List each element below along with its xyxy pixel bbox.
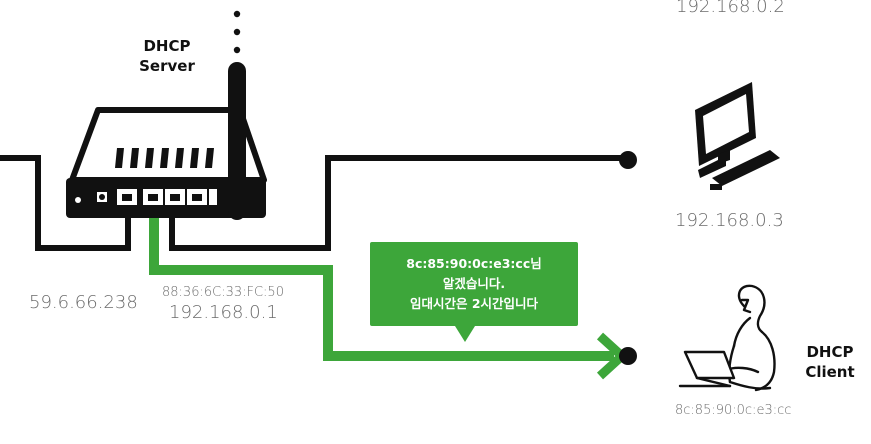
server-title-line1: DHCP <box>143 37 191 55</box>
client-title: DHCP Client <box>798 342 862 383</box>
server-title: DHCP Server <box>130 36 204 77</box>
desktop-cable <box>169 155 628 251</box>
client-cable-highlight <box>149 203 614 361</box>
router-icon <box>66 62 267 220</box>
network-wires <box>0 155 628 251</box>
wan-cable <box>0 155 131 251</box>
message-line3: 임대시간은 2시간입니다 <box>409 296 539 311</box>
person-laptop-icon <box>678 284 776 392</box>
client-mac: 8c:85:90:0c:e3:cc <box>675 403 792 418</box>
top-host-ip: 192.168.0.2 <box>676 0 785 17</box>
wan-ip: 59.6.66.238 <box>29 292 138 313</box>
router-antenna <box>228 62 246 220</box>
server-title-line2: Server <box>139 57 195 76</box>
client-title-line2: Client <box>805 363 855 382</box>
dhcp-message-bubble: 8c:85:90:0c:e3:cc님 알겠습니다. 임대시간은 2시간입니다 <box>370 242 578 326</box>
client-title-line1: DHCP <box>806 343 854 361</box>
desktop-cable-end <box>619 151 637 169</box>
client-cable-end <box>619 347 637 365</box>
router-lan-ip: 192.168.0.1 <box>169 302 278 323</box>
message-bubble-tail <box>455 326 475 342</box>
desktop-ip: 192.168.0.3 <box>675 210 784 231</box>
router-mac: 88:36:6C:33:FC:50 <box>162 285 284 300</box>
wireless-signal-icon <box>233 10 241 54</box>
message-line2: 알겠습니다. <box>442 276 506 291</box>
desktop-computer-icon <box>695 82 780 190</box>
message-line1: 8c:85:90:0c:e3:cc님 <box>406 256 542 271</box>
